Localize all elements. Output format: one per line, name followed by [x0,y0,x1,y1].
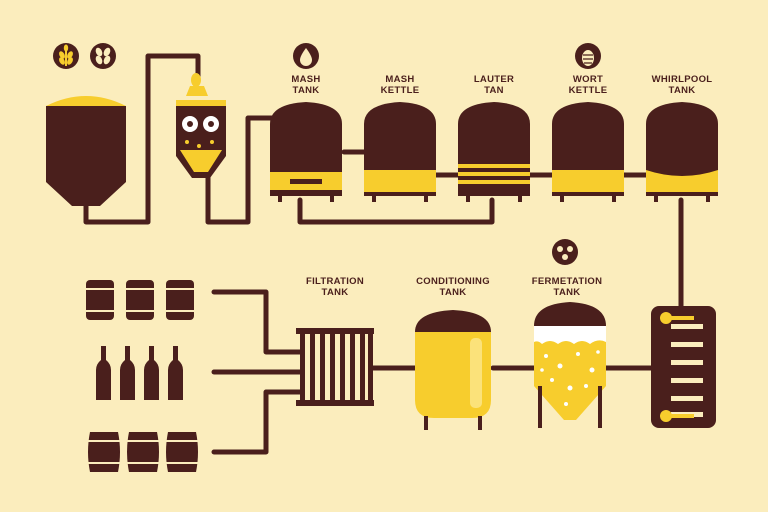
bottles [96,346,183,400]
label-line: TANK [292,85,320,96]
label-line: KETTLE [568,85,608,96]
barrel-icon [166,432,198,472]
barrel-icon [88,432,120,472]
fermentation-tank [534,302,606,428]
label-mash-kettle: MASH KETTLE [345,74,455,96]
pipe-to-barrels [211,389,303,455]
keg-icon [166,280,194,320]
bottle-icon [120,346,135,400]
label-line: TANK [553,287,581,298]
grain-silo [46,96,126,206]
pipe-silo-to-mill [83,53,201,225]
keg-icon [126,280,154,320]
filtration-tank [296,328,374,406]
wort-kettle [552,102,624,202]
label-line: MASH [385,74,415,85]
label-line: WHIRLPOOL [651,74,713,85]
label-mash-tank: MASH TANK [251,74,361,96]
label-lauter-tan: LAUTER TAN [439,74,549,96]
label-line: MASH [291,74,321,85]
water-drop-icon [293,43,319,69]
barley-icon [90,43,116,69]
keg-icon [86,280,114,320]
kegs [86,280,194,320]
label-line: FERMETATION [531,276,603,287]
conditioning-tank [415,310,491,430]
label-line: WORT [572,74,604,85]
label-line: TANK [668,85,696,96]
wheat-icon [53,43,79,69]
pipe-return-lower [297,197,495,225]
label-line: TANK [321,287,349,298]
bottle-icon [96,346,111,400]
label-line: KETTLE [380,85,420,96]
label-wort-kettle: WORT KETTLE [533,74,643,96]
bottle-icon [168,346,183,400]
label-conditioning-tank: CONDITIONING TANK [398,276,508,298]
hop-icon [575,43,601,69]
label-line: LAUTER [473,74,515,85]
pipe-to-kegs [211,289,303,355]
whirlpool-tank [646,102,718,202]
label-line: TAN [484,85,504,96]
lauter-tun [458,102,530,202]
pipes [83,53,684,455]
label-filtration-tank: FILTRATION TANK [280,276,390,298]
barrel-icon [127,432,159,472]
yeast-icon [552,239,578,265]
label-line: FILTRATION [305,276,365,287]
barrels [88,432,198,472]
mash-tank [270,102,342,202]
pipe-mill-to-mash-tank [205,115,283,225]
label-whirlpool-tank: WHIRLPOOL TANK [627,74,737,96]
bottle-icon [144,346,159,400]
label-line: CONDITIONING [416,276,490,287]
label-line: TANK [439,287,467,298]
mash-kettle [364,102,436,202]
grain-mill [176,73,226,178]
label-fermetation-tank: FERMETATION TANK [512,276,622,298]
cooler-heat-exchanger [651,306,716,428]
